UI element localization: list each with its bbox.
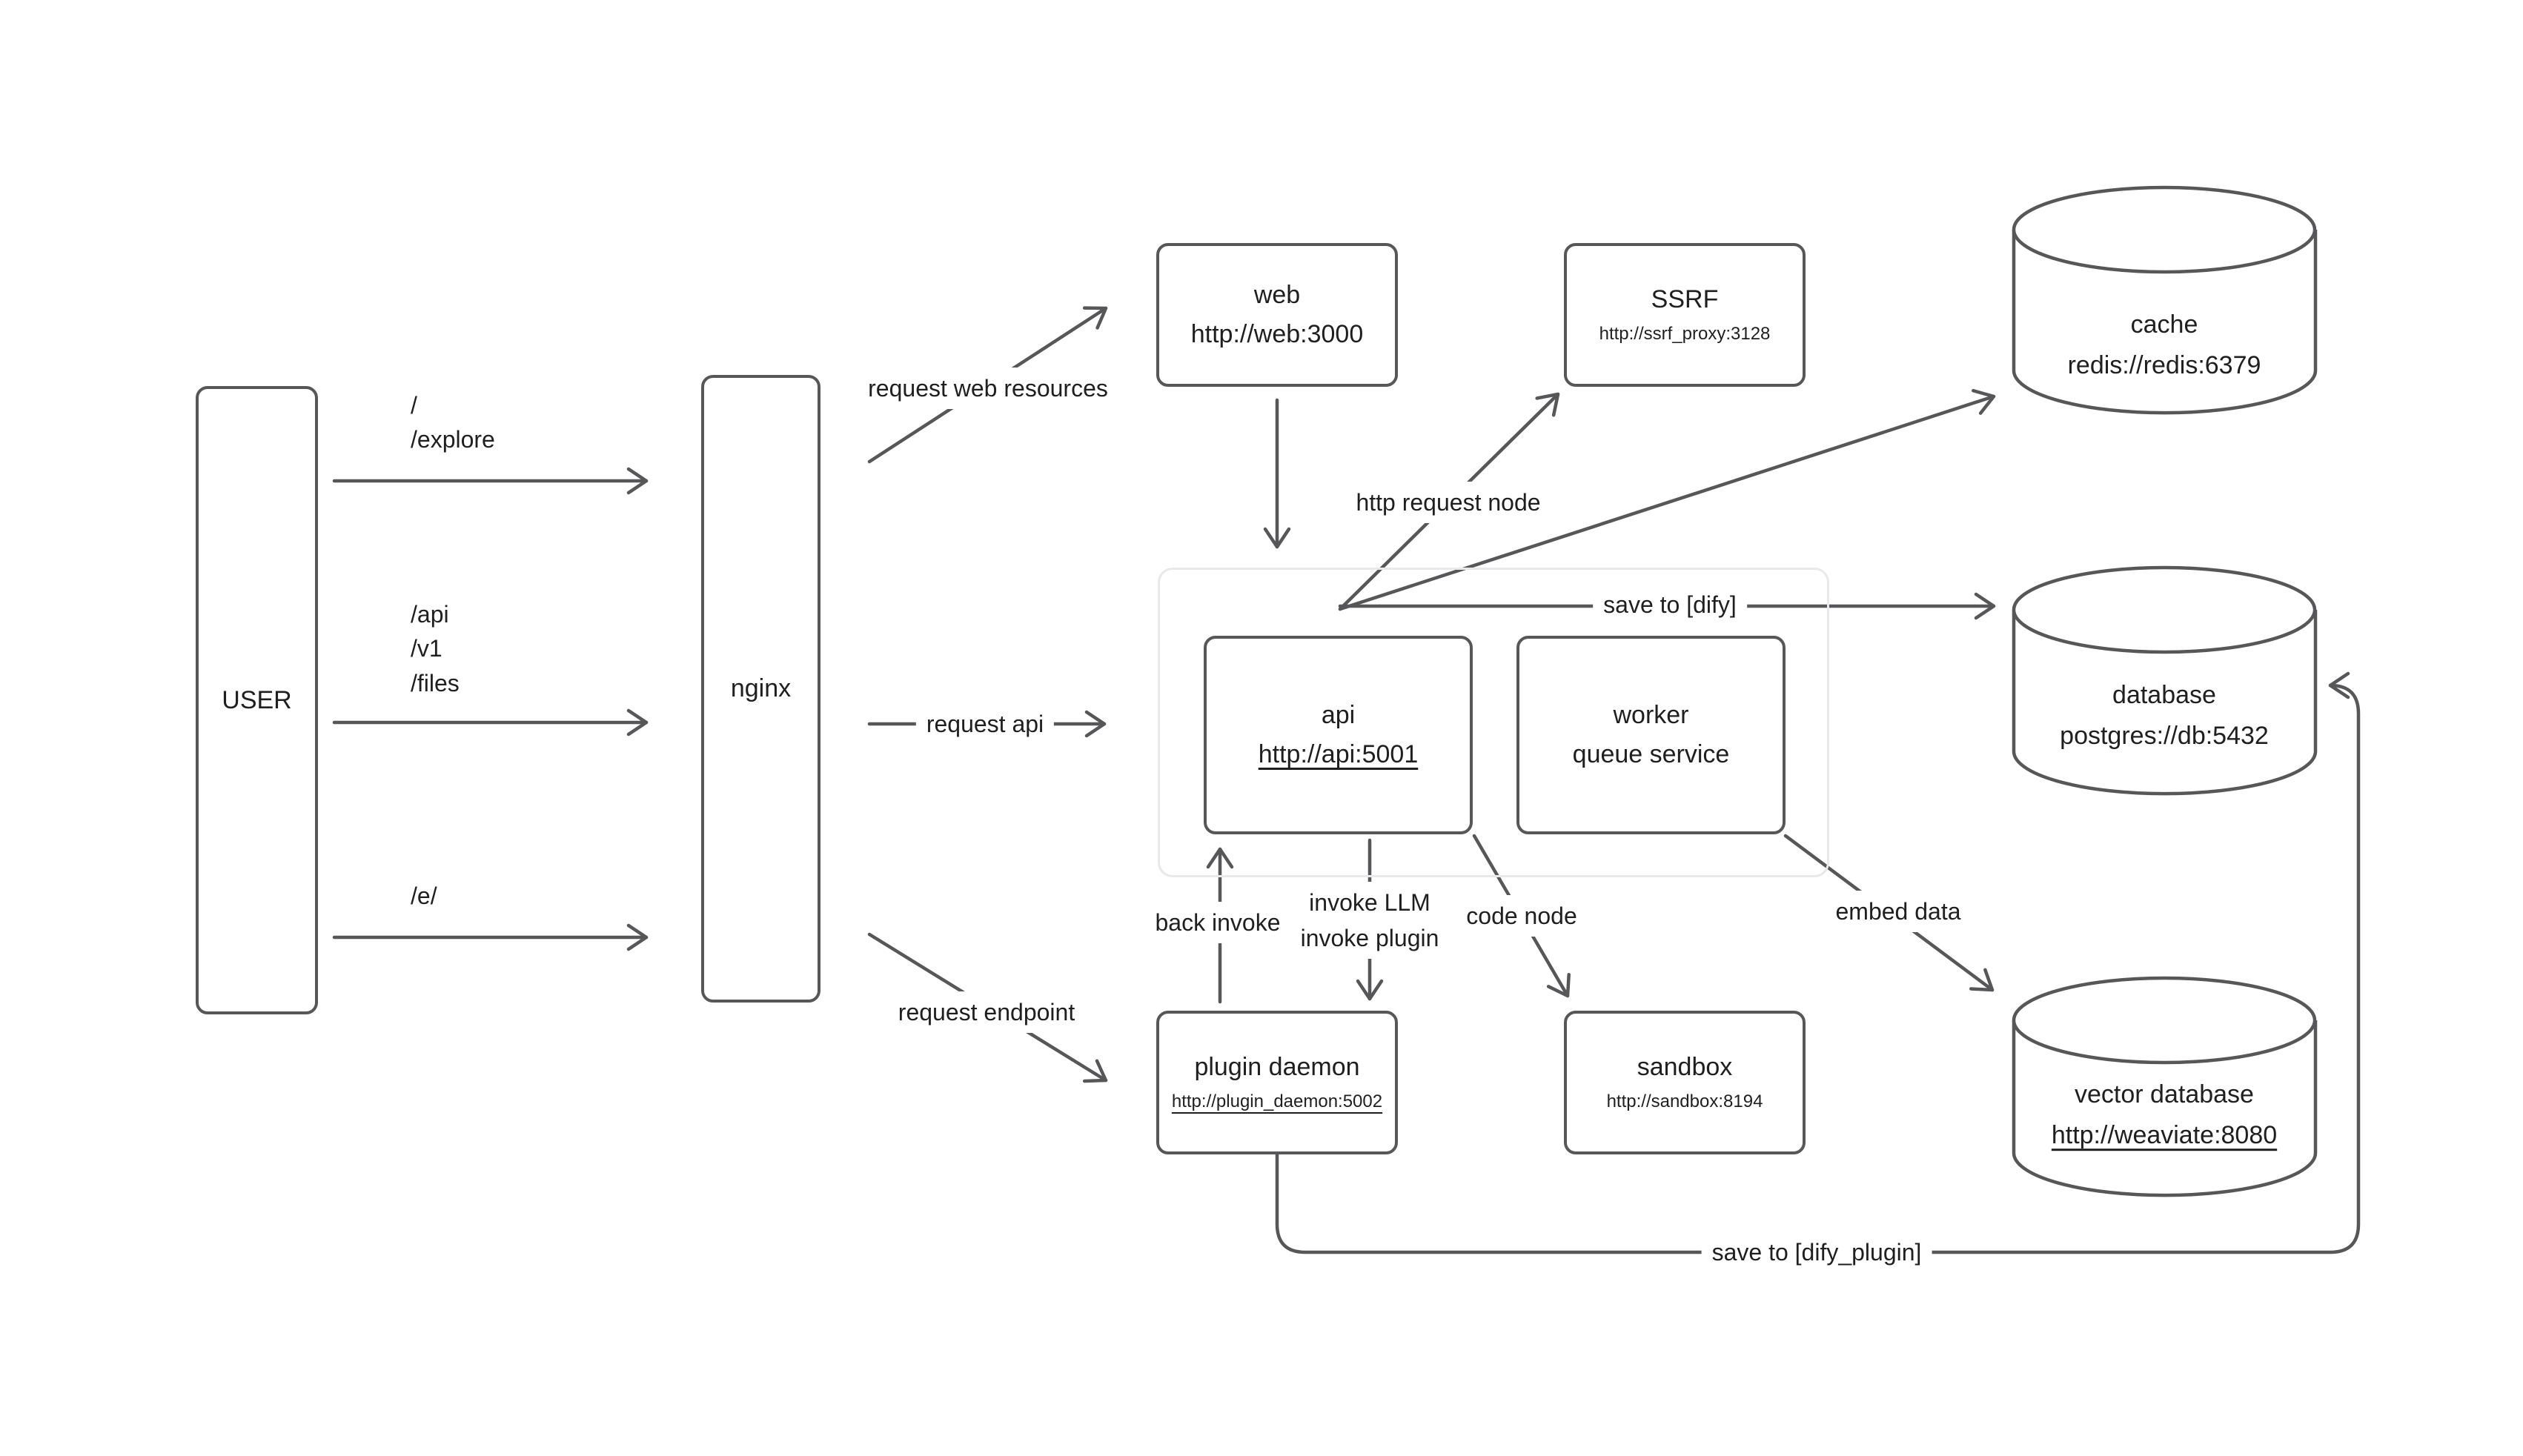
ssrf-node: SSRF http://ssrf_proxy:3128 xyxy=(1564,243,1806,387)
nginx-label: nginx xyxy=(730,674,792,703)
ssrf-title: SSRF xyxy=(1651,285,1719,314)
database-title: database xyxy=(2112,681,2216,710)
vector-database-url-link[interactable]: http://weaviate:8080 xyxy=(2051,1121,2278,1149)
database-url: postgres://db:5432 xyxy=(2060,722,2269,750)
edge-label-invoke: invoke LLM invoke plugin xyxy=(1290,882,1450,959)
database-label: database postgres://db:5432 xyxy=(2060,680,2269,751)
ssrf-url: http://ssrf_proxy:3128 xyxy=(1599,324,1771,344)
edge-label-save-to-dify: save to [dify] xyxy=(1593,584,1747,625)
sandbox-title: sandbox xyxy=(1637,1053,1733,1082)
route-label-explore: / /explore xyxy=(411,392,495,453)
api-title: api xyxy=(1321,701,1356,730)
cache-url: redis://redis:6379 xyxy=(2067,351,2261,379)
user-label: USER xyxy=(222,685,292,714)
web-node: web http://web:3000 xyxy=(1156,243,1398,387)
edge-label-request-api: request api xyxy=(915,703,1055,745)
database-cylinder xyxy=(2012,565,2318,796)
vector-database-cylinder xyxy=(2012,976,2318,1197)
api-node: api http://api:5001 xyxy=(1204,636,1473,834)
web-url: http://web:3000 xyxy=(1190,320,1364,348)
sandbox-url: http://sandbox:8194 xyxy=(1606,1091,1763,1111)
edge-label-save-to-dify-plugin: save to [dify_plugin] xyxy=(1701,1231,1932,1273)
edge-label-http-request-node: http request node xyxy=(1345,482,1551,523)
worker-node: worker queue service xyxy=(1516,636,1786,834)
edge-label-code-node: code node xyxy=(1456,895,1588,937)
plugin-daemon-url-link[interactable]: http://plugin_daemon:5002 xyxy=(1171,1091,1383,1111)
api-url-link[interactable]: http://api:5001 xyxy=(1258,740,1419,768)
web-title: web xyxy=(1253,281,1301,310)
edge-label-back-invoke: back invoke xyxy=(1144,902,1291,943)
edge-label-embed-data: embed data xyxy=(1825,891,1972,932)
nginx-node: nginx xyxy=(701,375,820,1003)
dify-service-group xyxy=(1158,568,1829,877)
worker-title: worker xyxy=(1613,701,1689,730)
sandbox-node: sandbox http://sandbox:8194 xyxy=(1564,1011,1806,1154)
vector-database-title: vector database xyxy=(2075,1080,2254,1109)
route-label-e: /e/ xyxy=(411,882,437,909)
edge-plugin-daemon-database-save xyxy=(1275,671,2361,1254)
cache-title: cache xyxy=(2130,310,2198,339)
vector-database-label: vector database http://weaviate:8080 xyxy=(2052,1080,2277,1151)
route-label-api: /api /v1 /files xyxy=(411,601,460,697)
cache-label: cache redis://redis:6379 xyxy=(2068,310,2261,381)
edge-api-cache xyxy=(1338,388,1996,611)
cache-cylinder xyxy=(2012,185,2318,415)
edge-label-request-endpoint: request endpoint xyxy=(887,991,1086,1033)
worker-subtitle: queue service xyxy=(1572,740,1730,768)
plugin-daemon-title: plugin daemon xyxy=(1194,1053,1360,1082)
plugin-daemon-node: plugin daemon http://plugin_daemon:5002 xyxy=(1156,1011,1398,1154)
edge-label-request-web-resources: request web resources xyxy=(858,368,1118,409)
user-node: USER xyxy=(196,386,318,1014)
